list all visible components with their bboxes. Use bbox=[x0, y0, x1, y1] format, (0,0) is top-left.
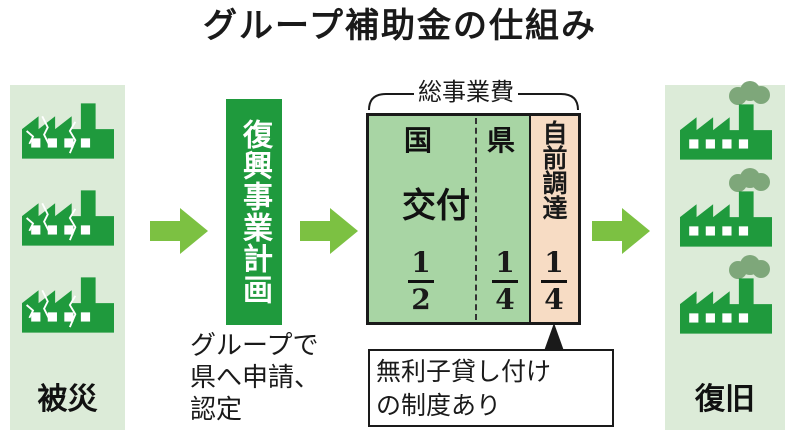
smoke-icon bbox=[729, 255, 770, 279]
grant-area bbox=[369, 116, 529, 322]
self-share-fraction: 1 4 bbox=[539, 248, 569, 315]
reconstruction-plan-box: 復興事業計画 bbox=[226, 99, 282, 325]
fraction-numerator: 1 bbox=[495, 246, 515, 279]
self-funding-label: 自前調達 bbox=[539, 120, 568, 220]
arrow-right-icon bbox=[592, 208, 650, 254]
arrow-right-icon bbox=[150, 208, 208, 254]
restored-factory-icon bbox=[680, 187, 772, 251]
damaged-factory-icon bbox=[22, 273, 114, 337]
grant-label: 交付 bbox=[402, 186, 470, 226]
fraction-denominator: 2 bbox=[411, 283, 431, 316]
callout-pointer bbox=[544, 323, 564, 351]
country-label: 国 bbox=[404, 124, 433, 157]
fraction-bar bbox=[408, 280, 434, 283]
plan-caption: グループで 県へ申請、 認定 bbox=[190, 330, 320, 426]
plan-caption-line: 認定 bbox=[190, 395, 243, 425]
loan-note-line: 無利子貸し付け bbox=[376, 357, 552, 386]
damaged-factory-icon bbox=[22, 99, 114, 163]
fraction-numerator: 1 bbox=[544, 246, 564, 279]
diagram-title: グループ補助金の仕組み bbox=[203, 6, 597, 46]
fraction-bar bbox=[492, 280, 518, 283]
loan-note-box: 無利子貸し付け の制度あり bbox=[368, 349, 614, 427]
country-prefecture-divider bbox=[475, 118, 477, 320]
restored-factory-icon bbox=[680, 100, 772, 164]
fraction-numerator: 1 bbox=[411, 246, 431, 279]
plan-caption-line: グループで bbox=[190, 331, 319, 361]
total-cost-label: 総事業費 bbox=[414, 78, 518, 106]
restored-factory-icon bbox=[680, 274, 772, 338]
prefecture-share-fraction: 1 4 bbox=[490, 248, 520, 315]
damaged-factory-icon bbox=[22, 186, 114, 250]
plan-caption-line: 県へ申請、 bbox=[190, 363, 321, 393]
country-share-fraction: 1 2 bbox=[406, 248, 436, 315]
cost-breakdown-frame bbox=[366, 113, 581, 325]
arrow-right-icon bbox=[300, 208, 358, 254]
restored-label: 復旧 bbox=[695, 382, 755, 417]
loan-note-line: の制度あり bbox=[376, 391, 502, 420]
prefecture-label: 県 bbox=[487, 124, 516, 157]
smoke-icon bbox=[729, 168, 770, 192]
self-funding-area bbox=[529, 116, 578, 322]
fraction-denominator: 4 bbox=[544, 283, 564, 316]
smoke-icon bbox=[729, 81, 770, 105]
damaged-label: 被災 bbox=[37, 382, 98, 417]
fraction-denominator: 4 bbox=[495, 283, 515, 316]
fraction-bar bbox=[541, 280, 567, 283]
